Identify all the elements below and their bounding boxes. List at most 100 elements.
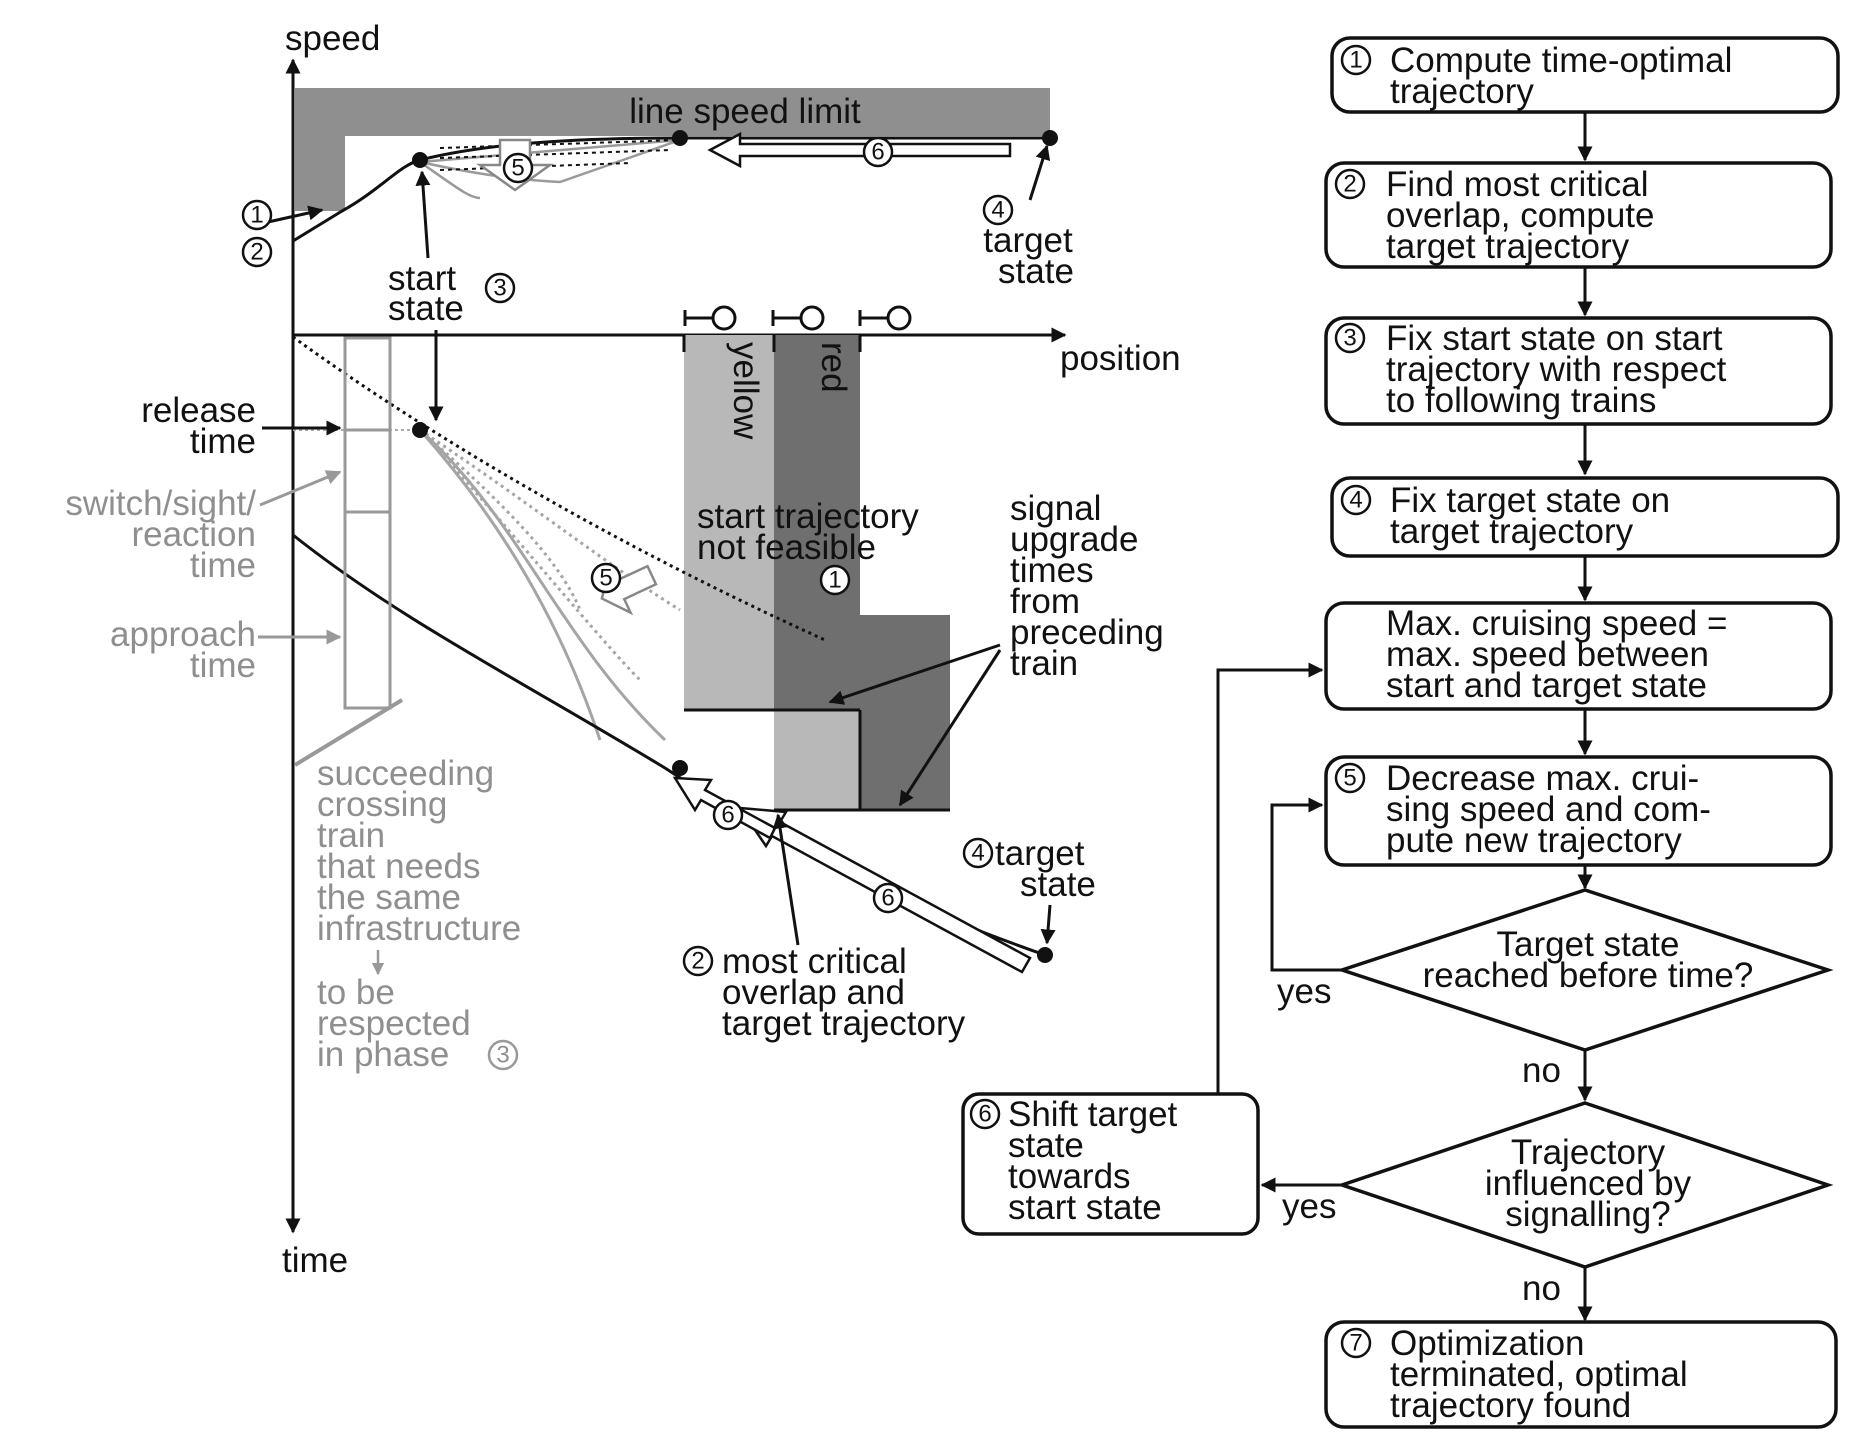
svg-text:crossing: crossing — [317, 785, 447, 824]
start-state-line1: start — [388, 259, 456, 298]
signal-upgrade-label: signal upgrade times from preceding trai… — [1010, 489, 1164, 683]
svg-text:state: state — [1008, 1126, 1084, 1165]
flow-step-6: 6 Shift target state towards start state — [961, 1092, 1260, 1236]
svg-text:times: times — [1010, 551, 1094, 590]
flow-step-max-speed: Max. cruising speed = max. speed between… — [1324, 601, 1833, 711]
svg-text:6: 6 — [881, 885, 894, 912]
not-feasible-line1: start trajectory — [697, 497, 919, 536]
cruising-speed-levels — [439, 139, 681, 171]
flowchart: 1 Compute time-optimal trajectory 2 Find… — [961, 36, 1840, 1429]
time-diagram: time yellow red — [65, 330, 1164, 1280]
svg-text:pute new trajectory: pute new trajectory — [1386, 821, 1682, 860]
svg-text:Fix start state on start: Fix start state on start — [1386, 319, 1723, 358]
switch-sight-line2: reaction — [131, 515, 256, 554]
marker-6-speed: 6 — [862, 136, 894, 168]
marker-5-speed: 5 — [502, 152, 534, 184]
marker-4-time: 4 — [962, 837, 994, 869]
lower-yellow-block — [774, 710, 860, 810]
succeeding-train-line — [293, 698, 404, 767]
most-critical-line3: target trajectory — [722, 1004, 966, 1043]
svg-text:to be: to be — [317, 973, 395, 1012]
svg-text:1: 1 — [1349, 47, 1362, 74]
svg-text:terminated, optimal: terminated, optimal — [1390, 1355, 1688, 1394]
most-critical-arrow — [772, 813, 800, 946]
respected-label: to be respected in phase 3 — [317, 973, 519, 1074]
svg-text:start state: start state — [1008, 1188, 1162, 1227]
svg-text:3: 3 — [496, 1042, 509, 1069]
svg-text:Optimization: Optimization — [1390, 1324, 1585, 1363]
svg-text:towards: towards — [1008, 1157, 1131, 1196]
svg-text:1: 1 — [828, 567, 841, 594]
target-state-pointer — [1028, 144, 1051, 201]
shift-target-arrow-top — [707, 131, 1012, 169]
svg-text:overlap, compute: overlap, compute — [1386, 196, 1654, 235]
svg-text:6: 6 — [871, 139, 884, 166]
not-feasible-line2: not feasible — [697, 528, 876, 567]
marker-2-speed: 2 — [241, 236, 273, 268]
line-speed-limit-label: line speed limit — [629, 92, 861, 131]
svg-text:Find most critical: Find most critical — [1386, 165, 1649, 204]
approach-line1: approach — [110, 615, 256, 654]
target-state-dot — [1042, 130, 1058, 146]
svg-text:Compute time-optimal: Compute time-optimal — [1390, 41, 1732, 80]
speed-axis-label: speed — [285, 19, 380, 58]
switch-sight-line1: switch/sight/ — [65, 484, 256, 523]
marker-1-speed: 1 — [241, 199, 273, 231]
svg-text:3: 3 — [493, 275, 506, 302]
svg-text:signal: signal — [1010, 489, 1101, 528]
svg-text:influenced by: influenced by — [1485, 1164, 1692, 1203]
svg-text:4: 4 — [1349, 487, 1362, 514]
marker-6-time-short: 6 — [712, 799, 744, 831]
target-state-line2: state — [998, 252, 1074, 291]
svg-text:Max. cruising speed =: Max. cruising speed = — [1386, 604, 1727, 643]
target-state-time-line2: state — [1020, 865, 1096, 904]
svg-text:that needs: that needs — [317, 847, 480, 886]
position-axis-label: position — [1060, 339, 1181, 378]
svg-text:infrastructure: infrastructure — [317, 909, 521, 948]
switch-sight-arrow — [259, 470, 342, 507]
svg-text:7: 7 — [1349, 1330, 1362, 1357]
yellow-block — [684, 335, 774, 710]
svg-text:6: 6 — [978, 1101, 991, 1128]
loop-back-arrow — [1216, 662, 1324, 1094]
signal-upgrade-arrow-1 — [828, 643, 1001, 705]
no-label-2: no — [1522, 1269, 1561, 1308]
svg-text:sing speed and com-: sing speed and com- — [1386, 790, 1711, 829]
target-state-time-dot — [1037, 947, 1053, 963]
svg-text:Target state: Target state — [1497, 925, 1680, 964]
flow-step-2: 2 Find most critical overlap, compute ta… — [1324, 161, 1833, 269]
svg-text:trajectory with respect: trajectory with respect — [1386, 350, 1727, 389]
infeasible-start-trajectory — [292, 335, 826, 642]
line-speed-limit-band — [295, 88, 1050, 211]
speed-profile-curve — [292, 136, 1050, 243]
svg-text:2: 2 — [691, 948, 704, 975]
svg-text:2: 2 — [250, 239, 263, 266]
svg-text:reached before time?: reached before time? — [1423, 956, 1754, 995]
flow-step-5: 5 Decrease max. crui- sing speed and com… — [1324, 755, 1833, 867]
svg-text:1: 1 — [250, 202, 263, 229]
flow-decision-1: Target state reached before time? — [1336, 888, 1834, 1052]
reduced-target-dot — [672, 130, 688, 146]
flow-decision-2: Trajectory influenced by signalling? — [1336, 1101, 1834, 1269]
approach-line2: time — [190, 646, 256, 685]
red-aspect-label: red — [814, 342, 853, 393]
svg-text:Fix target state on: Fix target state on — [1390, 481, 1670, 520]
release-time-line2: time — [190, 422, 256, 461]
svg-text:train: train — [317, 816, 385, 855]
marker-6-time-long: 6 — [872, 882, 904, 914]
marker-4-speed: 4 — [982, 194, 1014, 226]
yellow-aspect-label: yellow — [726, 342, 765, 440]
yes-label-1: yes — [1277, 972, 1331, 1011]
succeeding-train-label: succeeding crossing train that needs the… — [317, 754, 521, 948]
target-state-time-arrow — [1040, 904, 1056, 945]
flow-step-1: 1 Compute time-optimal trajectory — [1330, 36, 1840, 114]
signal-icons — [683, 305, 912, 331]
target-state-line1: target — [983, 221, 1073, 260]
svg-text:respected: respected — [317, 1004, 471, 1043]
svg-text:Shift target: Shift target — [1008, 1095, 1178, 1134]
svg-text:target trajectory: target trajectory — [1390, 512, 1634, 551]
svg-text:2: 2 — [1343, 171, 1356, 198]
signal-upgrade-arrow-2 — [898, 649, 1002, 807]
svg-text:Trajectory: Trajectory — [1511, 1133, 1666, 1172]
